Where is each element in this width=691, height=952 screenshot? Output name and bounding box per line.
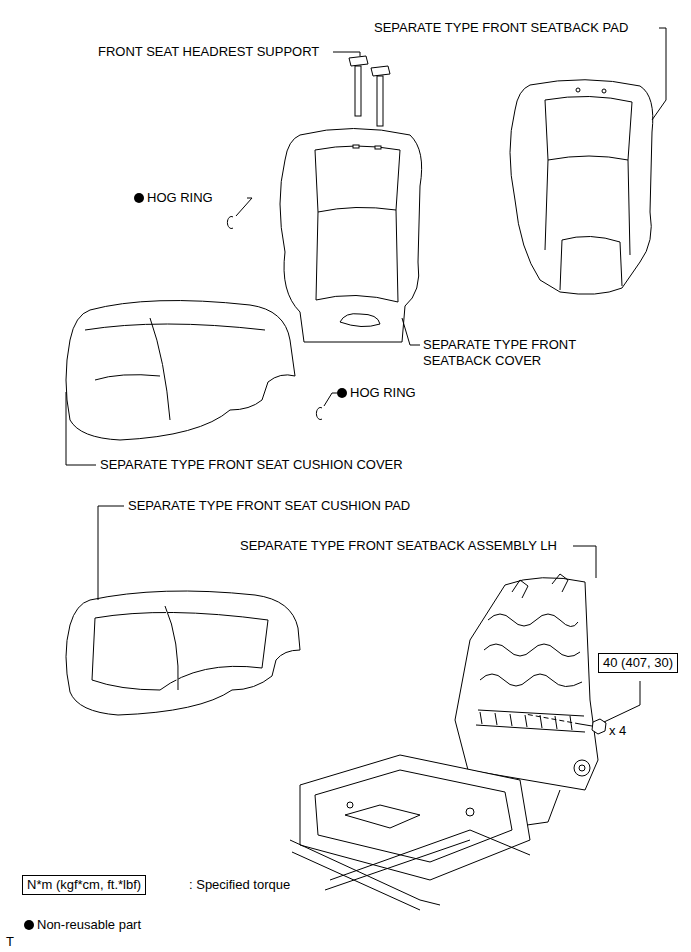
non-reusable-mark (134, 193, 144, 203)
seatback-pad (510, 80, 653, 295)
cushion-cover (66, 301, 295, 440)
legend-item: Non-reusable part (24, 917, 141, 933)
part-name: HOG RING (147, 190, 213, 206)
part-name: HOG RING (350, 385, 416, 401)
seat-frame (290, 755, 530, 910)
part-name: SEPARATE TYPE FRONT SEATBACK ASSEMBLY LH (240, 538, 557, 554)
torque-unit-box: N*m (kgf*cm, ft.*lbf) (22, 875, 146, 895)
torque-text: N*m (kgf*cm, ft.*lbf) (27, 877, 141, 892)
non-reusable-mark (337, 388, 347, 398)
part-name: SEPARATE TYPE FRONT SEAT CUSHION COVER (100, 457, 403, 473)
cushion-pad (66, 591, 300, 715)
torque-box: 40 (407, 30) (598, 653, 678, 673)
torque-text: 40 (407, 30) (603, 655, 673, 670)
part-name: SEPARATE TYPE FRONT SEAT CUSHION PAD (128, 498, 410, 514)
bolt (525, 714, 606, 734)
seatback-cover (280, 129, 422, 343)
headrest-support (349, 56, 390, 126)
part-name: SEPARATE TYPE FRONT SEATBACK PAD (374, 20, 628, 36)
part-name: FRONT SEAT HEADREST SUPPORT (98, 44, 319, 60)
legend-dot (24, 920, 34, 930)
part-name: SEPARATE TYPE FRONT SEATBACK COVER (423, 337, 613, 369)
leader-line (66, 28, 666, 722)
legend-text: Non-reusable part (37, 917, 141, 932)
page-mark: T (6, 934, 14, 950)
legend-note: : Specified torque (189, 877, 290, 893)
quantity-label: x 4 (609, 723, 626, 739)
